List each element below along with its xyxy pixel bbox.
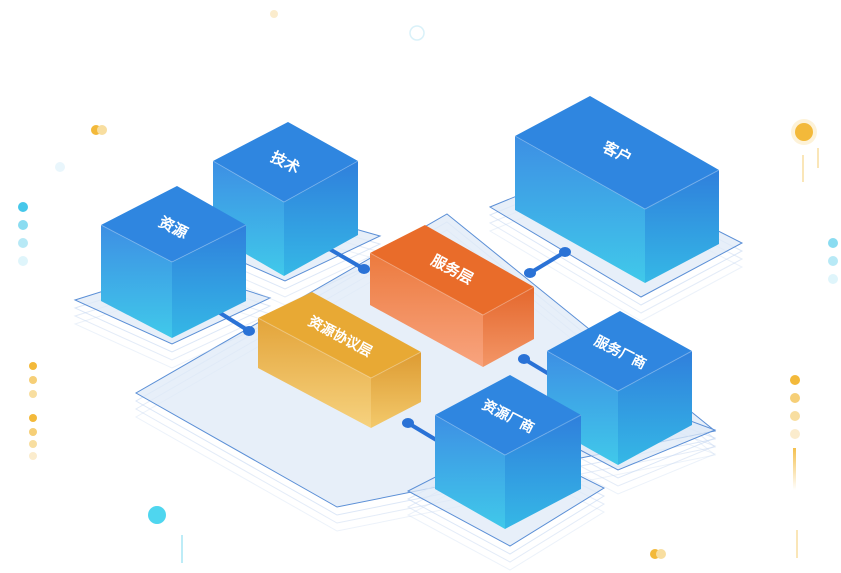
block-resource-vendor: 资源厂商 bbox=[434, 375, 582, 529]
blocks: 技术资源 客户服务层资源协议层服务厂商资源厂商 bbox=[100, 96, 720, 529]
decor-dots-right bbox=[650, 119, 838, 559]
block-customer: 客户 bbox=[514, 96, 720, 283]
block-resource-protocol-layer: 资源协议层 bbox=[257, 292, 422, 428]
block-tech: 技术 bbox=[212, 122, 359, 276]
connector-customer-service-layer bbox=[524, 247, 571, 278]
block-service-layer: 服务层 bbox=[369, 225, 535, 367]
block-resource: 资源 bbox=[100, 186, 247, 338]
decor-dots-left bbox=[18, 10, 425, 563]
block-service-vendor: 服务厂商 bbox=[546, 311, 693, 465]
